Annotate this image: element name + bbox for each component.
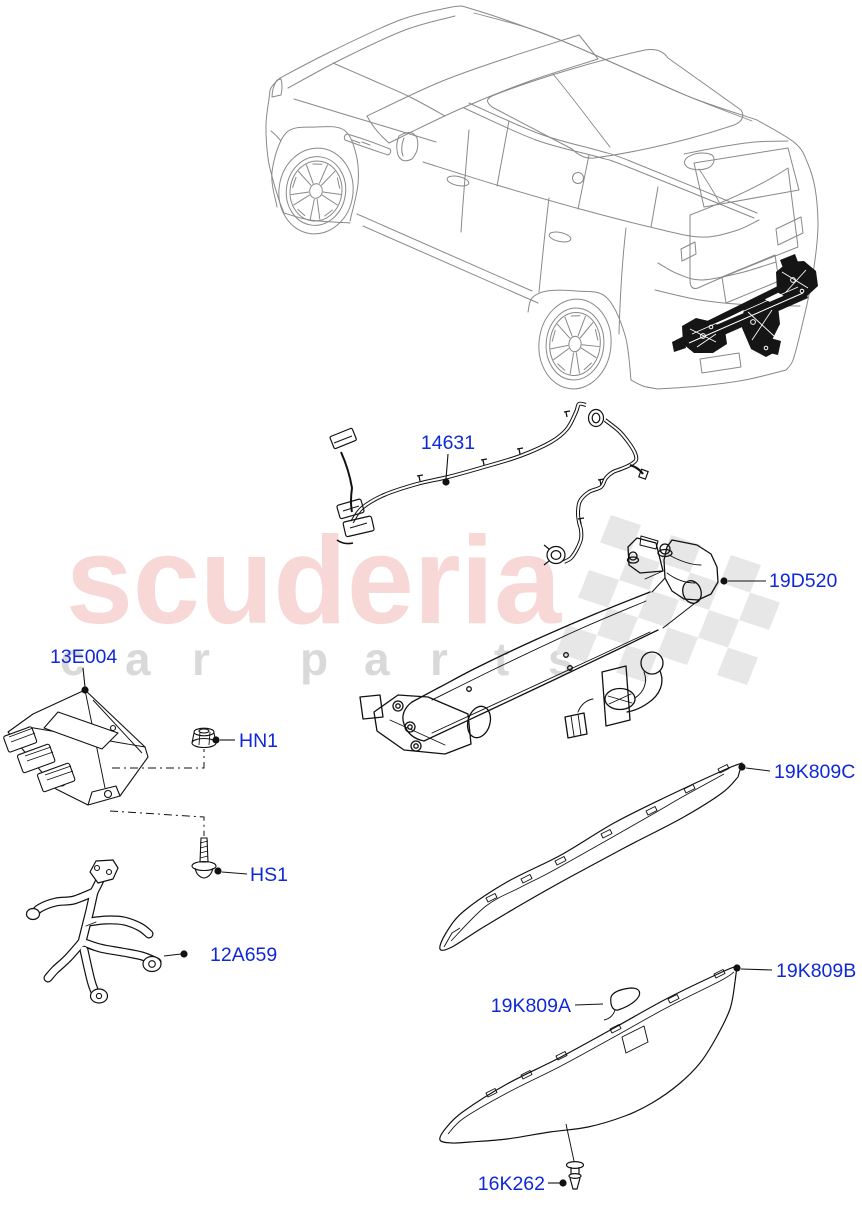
svg-text:HS1: HS1 xyxy=(250,864,288,886)
svg-text:r: r xyxy=(430,633,448,685)
svg-text:16K262: 16K262 xyxy=(478,1173,545,1195)
svg-text:a: a xyxy=(125,633,151,685)
svg-text:14631: 14631 xyxy=(421,432,475,454)
svg-text:r: r xyxy=(192,633,210,685)
svg-text:c: c xyxy=(60,633,86,685)
svg-text:12A659: 12A659 xyxy=(210,944,277,966)
svg-text:19K809B: 19K809B xyxy=(776,960,856,982)
svg-text:a: a xyxy=(364,633,390,685)
svg-text:scuderia: scuderia xyxy=(66,512,562,650)
svg-text:19K809A: 19K809A xyxy=(491,995,571,1017)
svg-text:19K809C: 19K809C xyxy=(774,761,855,783)
svg-text:13E004: 13E004 xyxy=(50,646,117,668)
svg-text:19D520: 19D520 xyxy=(769,570,837,592)
svg-text:p: p xyxy=(300,633,328,685)
svg-text:t: t xyxy=(494,633,509,685)
svg-text:HN1: HN1 xyxy=(239,730,278,752)
